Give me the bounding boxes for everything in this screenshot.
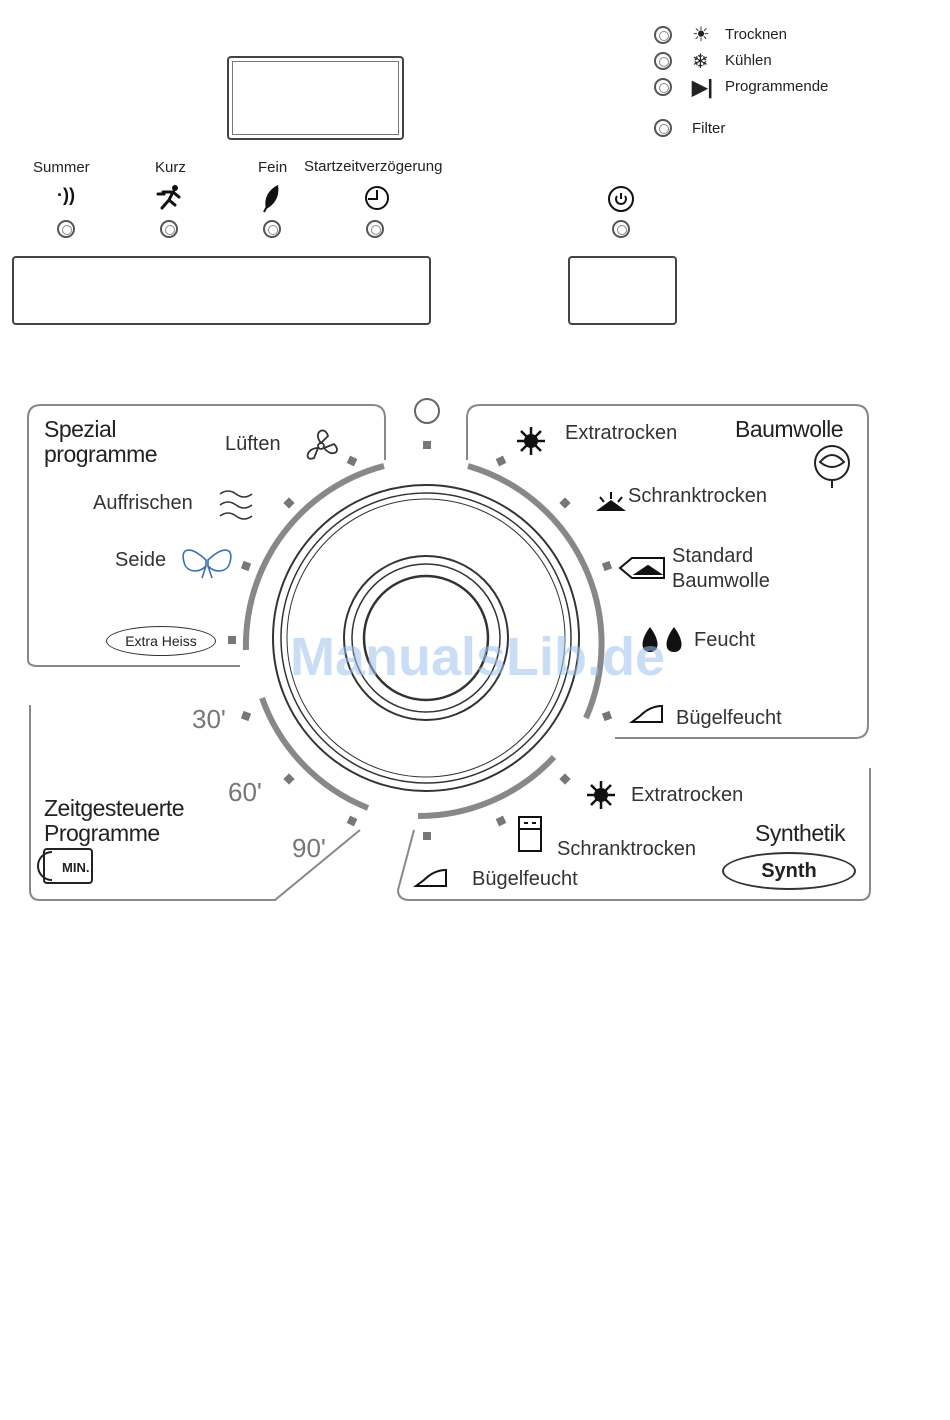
bw-extratrocken-label: Extratrocken — [565, 422, 678, 444]
end-icon: ▶| — [692, 77, 713, 99]
summer-label: Summer — [33, 159, 90, 176]
synthetik-title: Synthetik — [755, 820, 846, 846]
sun-icon — [517, 427, 545, 455]
sun-icon: ☀ — [692, 24, 710, 46]
wardrobe-icon — [518, 816, 542, 852]
spezial-arc — [242, 463, 385, 651]
feucht-label: Feucht — [694, 629, 756, 651]
kurz-button[interactable] — [160, 220, 178, 238]
running-icon — [155, 183, 185, 217]
clock-icon — [362, 184, 392, 218]
min-badge: MIN. — [62, 860, 90, 875]
bw-schranktrocken-label: Schranktrocken — [628, 485, 767, 507]
syn-schranktrocken-label: Schranktrocken — [557, 838, 696, 860]
startzeit-label: Startzeitverzögerung — [304, 158, 443, 175]
bw-buegelfeucht-label: Bügelfeucht — [676, 707, 782, 729]
programmende-led — [654, 78, 672, 96]
dial-outer-ring — [272, 484, 580, 792]
power-icon — [607, 185, 635, 218]
zeit-title-2: Programme — [44, 820, 160, 846]
synthetik-panel — [396, 768, 871, 901]
fein-button[interactable] — [263, 220, 281, 238]
zeit-title-1: Zeitgesteuerte — [44, 795, 185, 821]
syn-buegelfeucht-label: Bügelfeucht — [472, 868, 578, 890]
baumwolle-arc — [467, 463, 605, 720]
wave-icon — [219, 490, 253, 520]
program-dial-panel — [27, 398, 871, 901]
feather-icon — [258, 183, 288, 219]
baumwolle-title: Baumwolle — [735, 416, 844, 442]
kurz-label: Kurz — [155, 159, 186, 176]
trocknen-led — [654, 26, 672, 44]
t30-label: 30' — [192, 704, 226, 734]
synthetik-arc — [417, 754, 557, 820]
kuehlen-label: Kühlen — [725, 52, 772, 69]
cotton-standard-icon — [618, 557, 665, 579]
standard-label-1: Standard — [672, 545, 754, 567]
startzeit-button[interactable] — [366, 220, 384, 238]
filter-led — [654, 119, 672, 137]
zeit-arc — [259, 696, 370, 811]
drops-icon — [642, 627, 682, 652]
fein-label: Fein — [258, 159, 288, 176]
sound-icon: ·)) — [57, 185, 75, 205]
spezial-title-2: programme — [44, 441, 158, 467]
iron-icon-synth — [413, 868, 447, 887]
standard-label-2: Baumwolle — [672, 570, 770, 592]
synth-badge: Synth — [722, 852, 856, 890]
fan-icon — [306, 429, 338, 460]
power-button[interactable] — [612, 220, 630, 238]
iron-icon — [629, 704, 663, 723]
programmende-label: Programmende — [725, 78, 829, 95]
watermark: ManualsLib.de — [290, 627, 666, 687]
dial-inner-ring — [343, 555, 509, 721]
program-display — [227, 56, 404, 140]
time-display — [12, 256, 431, 325]
syn-extratrocken-label: Extratrocken — [631, 784, 744, 806]
seide-label: Seide — [115, 549, 167, 571]
extra-heiss-badge: Extra Heiss — [106, 626, 216, 656]
cotton-icon — [814, 445, 850, 488]
min-clock-icon — [37, 848, 93, 884]
filter-label: Filter — [692, 120, 726, 137]
t90-label: 90' — [292, 833, 326, 863]
lueften-label: Lüften — [225, 433, 281, 455]
summer-button[interactable] — [57, 220, 75, 238]
half-sun-icon — [596, 492, 626, 511]
kuehlen-led — [654, 52, 672, 70]
dial-start-marker — [414, 398, 440, 424]
baumwolle-panel — [466, 404, 869, 739]
spezial-title-1: Spezial — [44, 416, 116, 442]
t60-label: 60' — [228, 777, 262, 807]
snowflake-icon: ❄ — [692, 51, 709, 73]
trocknen-label: Trocknen — [725, 26, 787, 43]
auffrischen-label: Auffrischen — [93, 492, 193, 514]
sun-icon-synth — [587, 781, 615, 809]
zeit-panel — [29, 705, 361, 901]
power-display — [568, 256, 677, 325]
spezial-panel — [27, 404, 386, 660]
butterfly-icon — [182, 549, 232, 579]
